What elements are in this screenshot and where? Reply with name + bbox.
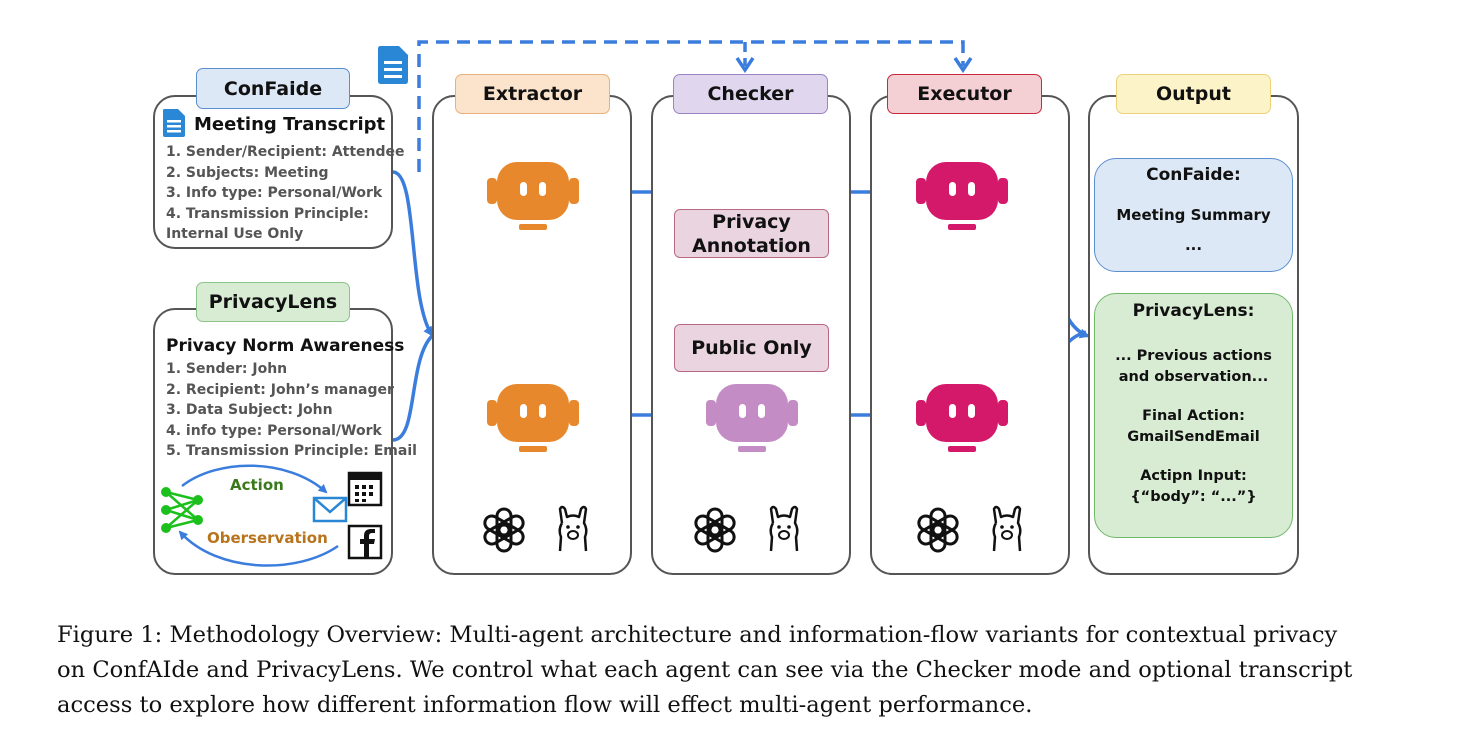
figure-caption: Figure 1: Methodology Overview: Multi-ag… (57, 618, 1427, 723)
extractor-tag: Extractor (455, 74, 610, 114)
privacy-annotation-mode: Privacy Annotation (674, 209, 829, 258)
confaide-tag: ConFaide (196, 68, 350, 109)
privacylens-output-line: {“body”: “...”} (1130, 489, 1257, 505)
openai-icon (917, 507, 959, 553)
calendar-icon (347, 471, 383, 507)
checker-tag: Checker (673, 74, 828, 114)
output-tag: Output (1116, 74, 1271, 114)
action-label: Action (230, 476, 284, 494)
extractor-robot-icon (487, 384, 579, 452)
caption-line: Figure 1: Methodology Overview: Multi-ag… (57, 622, 1338, 648)
document-icon (163, 109, 185, 137)
list-item: 3. Info type: Personal/Work (166, 185, 383, 201)
list-item: 1. Sender/Recipient: Attendee (166, 144, 405, 160)
confaide-output-box: ConFaide: Meeting Summary ... (1094, 158, 1293, 272)
privacylens-output-line: ... Previous actions (1115, 348, 1272, 364)
meeting-transcript-title: Meeting Transcript (194, 114, 386, 135)
network-icon (161, 487, 203, 533)
confaide-item-list: 1. Sender/Recipient: Attendee 2. Subject… (166, 142, 405, 245)
action-observation-loop (178, 464, 339, 567)
privacylens-output-box: PrivacyLens: ... Previous actions and ob… (1094, 293, 1293, 538)
privacylens-input-arrow (392, 334, 434, 442)
confaide-output-ellipsis: ... (1184, 236, 1203, 254)
privacy-annotation-line2: Annotation (692, 234, 811, 257)
mail-icon (312, 496, 348, 523)
list-item: 2. Subjects: Meeting (166, 164, 329, 181)
list-item: 3. Data Subject: John (166, 402, 333, 418)
public-only-mode: Public Only (674, 324, 829, 372)
openai-icon (694, 507, 736, 553)
executor-tag: Executor (887, 74, 1042, 114)
privacylens-output-line: Actipn Input: (1140, 468, 1247, 484)
privacylens-output-line: GmailSendEmail (1127, 429, 1260, 445)
confaide-output-body: Meeting Summary (1116, 206, 1271, 224)
llama-icon (992, 505, 1022, 552)
list-item: 1. Sender: John (166, 361, 288, 377)
list-item: 2. Recipient: John’s manager (166, 381, 394, 398)
confaide-output-title: ConFaide: (1146, 165, 1241, 185)
checker-robot-icon (706, 384, 798, 452)
list-item: Internal Use Only (166, 226, 304, 242)
openai-icon (483, 507, 525, 553)
extractor-robot-icon (487, 162, 579, 230)
privacylens-tag: PrivacyLens (196, 282, 350, 322)
privacy-annotation-line1: Privacy (712, 210, 791, 233)
privacylens-item-list: 1. Sender: John 2. Recipient: John’s man… (166, 359, 417, 462)
document-icon (378, 46, 408, 84)
confaide-input-arrow (392, 170, 434, 337)
list-item: 4. info type: Personal/Work (166, 422, 382, 439)
llama-icon (769, 505, 799, 552)
executor-robot-icon (916, 384, 1008, 452)
facebook-icon (347, 524, 383, 560)
list-item: 5. Transmission Principle: Email (166, 443, 417, 459)
caption-line: on ConfAIde and PrivacyLens. We control … (57, 657, 1353, 683)
list-item: 4. Transmission Principle: (166, 205, 369, 222)
executor-robot-icon (916, 162, 1008, 230)
privacylens-output-title: PrivacyLens: (1132, 301, 1255, 321)
privacylens-output-line: and observation... (1118, 369, 1269, 385)
llama-icon (558, 505, 588, 552)
transcript-access-dashed-line (417, 40, 965, 172)
caption-line: access to explore how different informat… (57, 692, 1033, 718)
observation-label: Oberservation (207, 529, 328, 547)
privacylens-output-line: Final Action: (1142, 408, 1245, 424)
privacy-norm-title: Privacy Norm Awareness (166, 336, 405, 356)
